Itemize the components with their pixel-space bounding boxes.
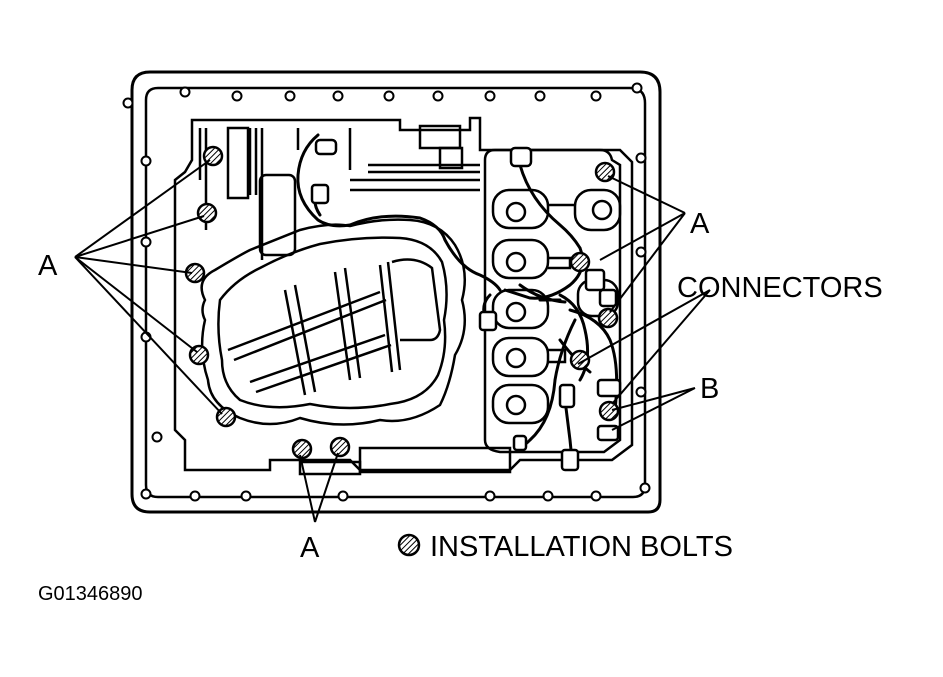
label-connectors: CONNECTORS xyxy=(677,272,883,304)
bolt xyxy=(569,251,591,273)
bolt xyxy=(196,202,218,224)
bolt xyxy=(569,349,591,371)
flange-holes xyxy=(122,82,651,502)
label-a-left: A xyxy=(38,250,58,282)
oil-strainer xyxy=(200,218,467,426)
legend-installation-bolts: INSTALLATION BOLTS xyxy=(430,531,733,563)
hatched-circle-icon xyxy=(397,533,421,557)
inner-plate xyxy=(173,116,634,476)
bolt xyxy=(597,307,619,329)
pan-frame xyxy=(130,70,662,514)
wire-harness xyxy=(296,133,619,462)
solenoid-block xyxy=(483,148,622,454)
label-a-bottom: A xyxy=(300,532,320,564)
leader-lines xyxy=(74,159,711,523)
bolt xyxy=(329,436,351,458)
label-a-right: A xyxy=(690,208,710,240)
bolt xyxy=(598,400,620,422)
label-b: B xyxy=(700,373,719,405)
bolt xyxy=(291,438,313,460)
figure-code: G01346890 xyxy=(38,583,143,605)
